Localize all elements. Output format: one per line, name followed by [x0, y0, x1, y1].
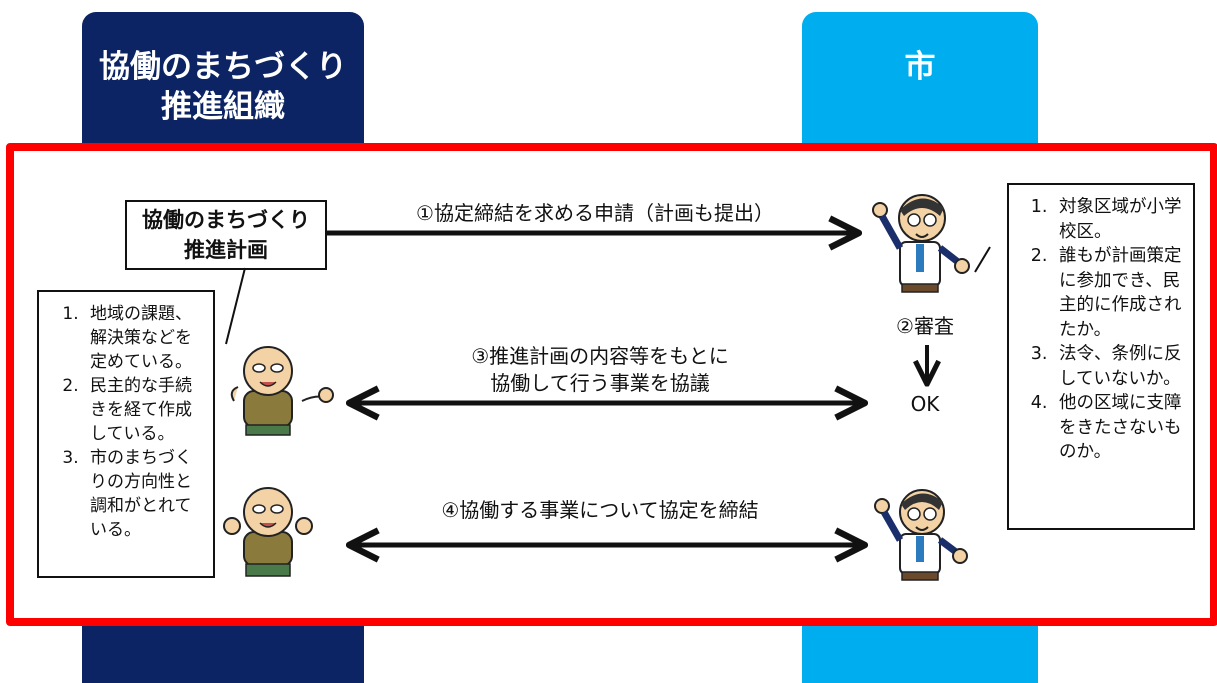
plan-requirement-item: 民主的な手続きを経て作成している。 [84, 374, 207, 446]
citizen-elder-icon [223, 487, 313, 577]
promotion-organization-title: 協働のまちづくり 推進組織 [99, 49, 347, 125]
plan-callout-line [225, 267, 246, 345]
plan-requirement-item: 市のまちづくりの方向性と調和がとれている。 [84, 446, 207, 542]
review-criterion-item: 他の区域に支障をきたさないものか。 [1053, 391, 1187, 465]
step2-review-label: ②審査 [896, 314, 954, 338]
step1-application-label: ①協定締結を求める申請（計画も提出） [416, 201, 774, 225]
review-criterion-item: 対象区域が小学校区。 [1053, 195, 1187, 244]
review-callout-line [974, 246, 991, 273]
plan-requirements-box: 地域の課題、解決策などを定めている。 民主的な手続きを経て作成している。 市のま… [37, 290, 215, 578]
review-criterion-item: 誰もが計画策定に参加でき、民主的に作成されたか。 [1053, 244, 1187, 342]
city-official-icon [874, 489, 968, 581]
citizen-elder-icon [230, 346, 334, 436]
plan-requirement-item: 地域の課題、解決策などを定めている。 [84, 302, 207, 374]
step4-agreement-label: ④協働する事業について協定を締結 [441, 498, 759, 522]
review-criterion-item: 法令、条例に反していないか。 [1053, 342, 1187, 391]
step2-ok-label: OK [910, 392, 940, 416]
review-criteria-box: 対象区域が小学校区。 誰もが計画策定に参加でき、民主的に作成されたか。 法令、条… [1007, 183, 1195, 530]
city-official-icon [872, 194, 970, 293]
city-title: 市 [904, 49, 936, 85]
